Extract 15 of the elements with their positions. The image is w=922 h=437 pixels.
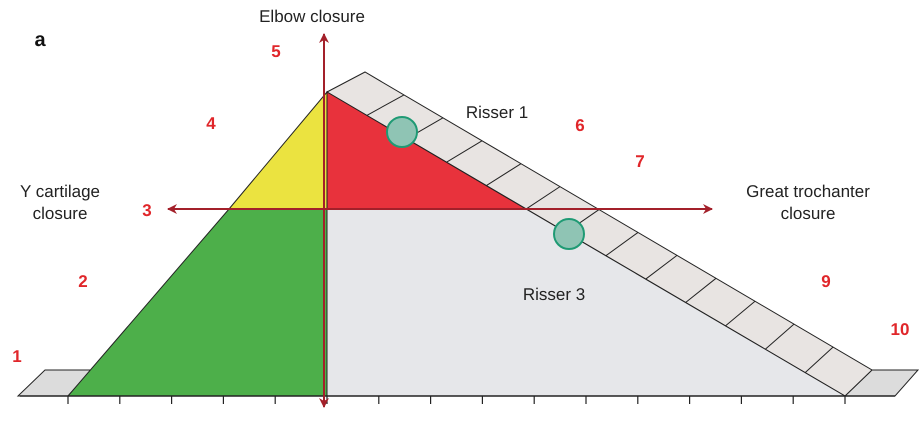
callout-number: 9	[821, 271, 831, 293]
callout-number: 3	[142, 200, 152, 222]
callout-number: 1	[12, 346, 22, 368]
axis-label: Y cartilage closure	[18, 181, 101, 225]
callout-number: 2	[78, 271, 88, 293]
axis-label: Elbow closure	[259, 6, 365, 28]
zone-label: Risser 3	[522, 284, 586, 306]
callout-number: 10	[890, 319, 910, 341]
callout-number: 7	[635, 151, 645, 173]
callout-number: 6	[575, 115, 585, 137]
callout-number: 4	[206, 113, 216, 135]
callout-number: 5	[271, 41, 281, 63]
zone-label: Risser 1	[466, 102, 528, 124]
panel-letter: a	[34, 29, 46, 51]
axis-label: Great trochanter closure	[745, 181, 871, 225]
